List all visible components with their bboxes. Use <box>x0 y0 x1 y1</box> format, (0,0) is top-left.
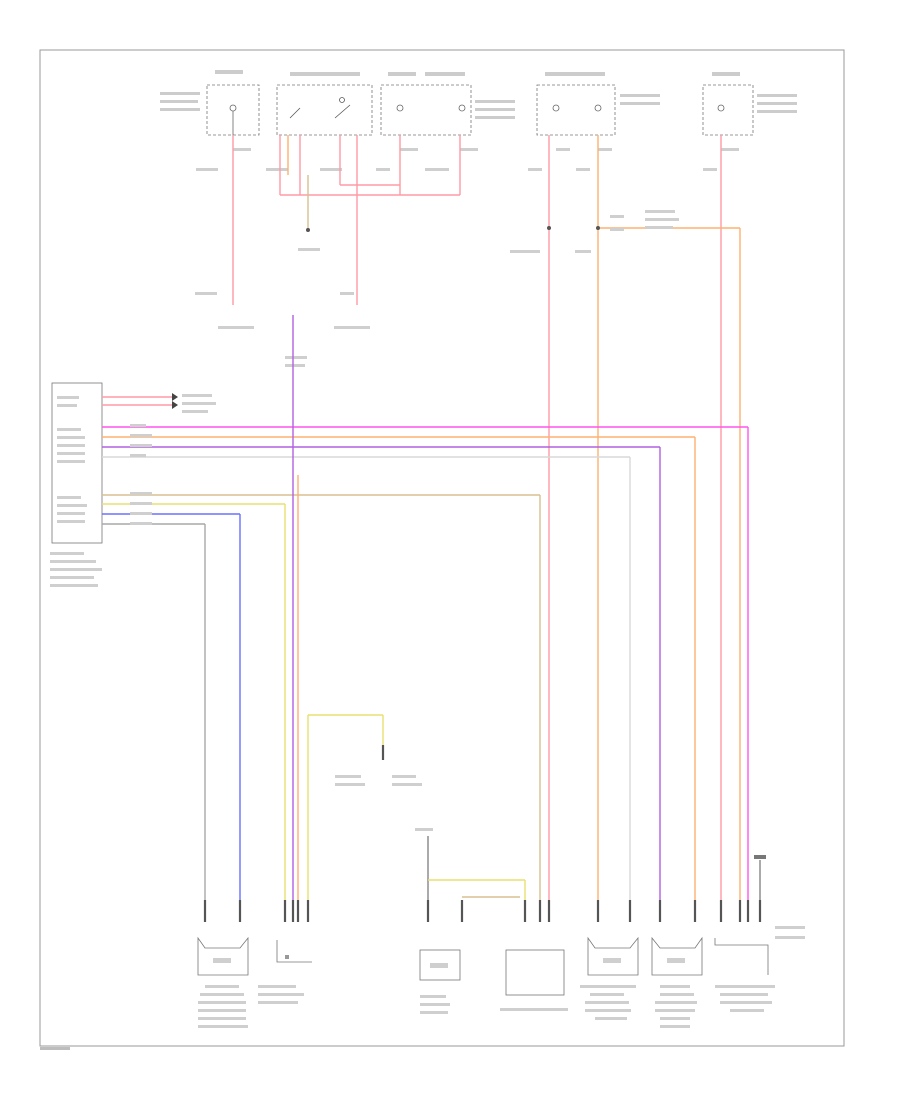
top-pin-labels <box>196 148 739 171</box>
splice-points <box>306 226 600 232</box>
module-wire-labels <box>130 394 216 525</box>
fuse-box-4 <box>536 72 660 136</box>
bottom-connector-stubs <box>203 900 762 922</box>
page-id-mark <box>40 1047 70 1050</box>
module-4 <box>500 949 568 1011</box>
sensor-3 <box>419 949 461 1014</box>
fuse-box-5 <box>702 72 797 136</box>
red-wires-top <box>232 135 722 900</box>
pump-7 <box>714 926 805 1012</box>
fuse-box-1-label <box>215 70 243 74</box>
yellow-branch-lower <box>307 714 384 900</box>
relay-box-2-label <box>290 72 360 76</box>
ground-symbol-2 <box>415 828 526 900</box>
sensor-1 <box>197 936 249 1028</box>
sensor-2 <box>258 940 312 1004</box>
mid-labels-top <box>195 210 679 367</box>
connector-arrow-1 <box>172 393 178 401</box>
module-output-wires <box>102 396 749 900</box>
relay-box-2 <box>276 72 373 136</box>
ground-symbol-3 <box>754 855 766 900</box>
ground-labels-1 <box>335 775 422 786</box>
fuse-box-3 <box>380 72 515 136</box>
diagram-frame <box>39 49 845 1047</box>
connector-arrow-2 <box>172 401 178 409</box>
sensor-6 <box>651 936 703 1028</box>
control-module-box <box>50 382 103 587</box>
fuse-box-1 <box>160 70 260 136</box>
sensor-5 <box>580 936 639 1020</box>
